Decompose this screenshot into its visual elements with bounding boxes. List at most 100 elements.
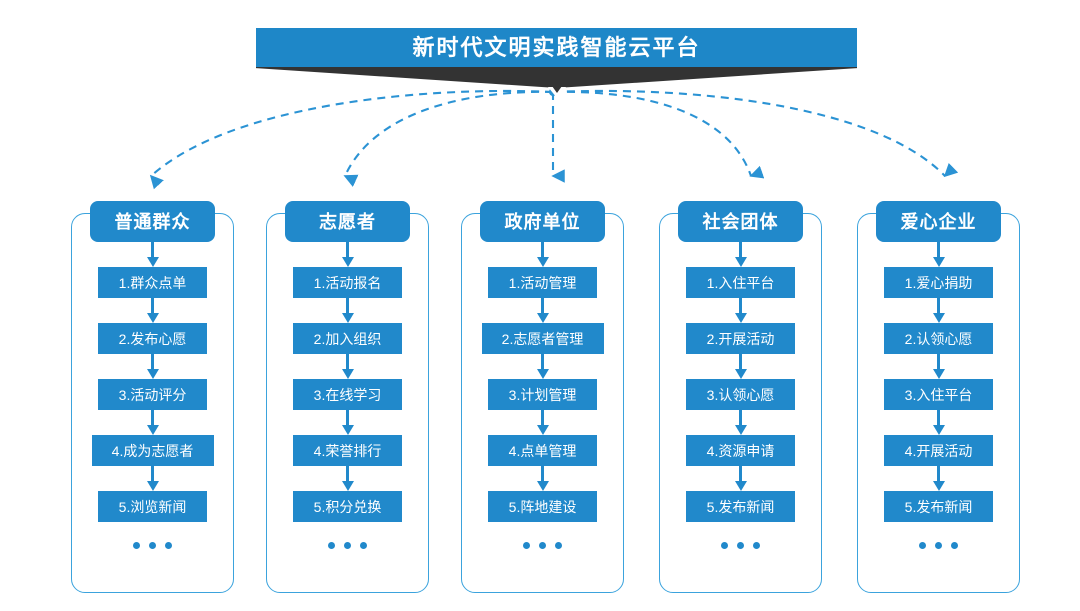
list-item-label: 5.发布新闻: [904, 498, 973, 515]
list-item-label: 3.在线学习: [313, 386, 382, 403]
list-item-label: 1.爱心捐助: [904, 274, 973, 291]
role-column-zhiyuanzhe: 志愿者 1.活动报名 2.加入组织 3.在线学习 4.荣誉排行: [266, 201, 429, 593]
list-item-label: 4.开展活动: [904, 442, 973, 459]
list-item[interactable]: 1.爱心捐助: [884, 267, 993, 298]
arrow-down-icon: [734, 410, 748, 435]
column-header-chip[interactable]: 社会团体: [678, 201, 803, 242]
column-items: 1.群众点单 2.发布心愿 3.活动评分 4.成为志愿者 5.浏览新闻: [71, 242, 234, 549]
column-header-chip[interactable]: 爱心企业: [876, 201, 1001, 242]
list-item[interactable]: 1.活动报名: [293, 267, 402, 298]
arrow-down-icon: [341, 242, 355, 267]
arrow-down-icon: [536, 354, 550, 379]
arrow-down-icon: [932, 298, 946, 323]
list-item[interactable]: 1.群众点单: [98, 267, 207, 298]
list-item-label: 4.荣誉排行: [313, 442, 382, 459]
list-item[interactable]: 4.荣誉排行: [293, 435, 402, 466]
list-item[interactable]: 4.开展活动: [884, 435, 993, 466]
list-item[interactable]: 5.浏览新闻: [98, 491, 207, 522]
list-item-label: 2.开展活动: [706, 330, 775, 347]
list-item-label: 2.加入组织: [313, 330, 382, 347]
list-item-label: 5.发布新闻: [706, 498, 775, 515]
column-header-chip[interactable]: 普通群众: [90, 201, 215, 242]
list-item[interactable]: 2.发布心愿: [98, 323, 207, 354]
role-column-zhengfudanwei: 政府单位 1.活动管理 2.志愿者管理 3.计划管理 4.点单管理: [461, 201, 624, 593]
column-items: 1.入住平台 2.开展活动 3.认领心愿 4.资源申请 5.发布新闻: [659, 242, 822, 549]
list-item-label: 2.认领心愿: [904, 330, 973, 347]
arrow-down-icon: [341, 466, 355, 491]
list-item[interactable]: 4.资源申请: [686, 435, 795, 466]
column-header-chip[interactable]: 志愿者: [285, 201, 410, 242]
list-item[interactable]: 5.发布新闻: [884, 491, 993, 522]
title-bar: 新时代文明实践智能云平台: [256, 28, 857, 67]
arrow-down-icon: [536, 466, 550, 491]
column-items: 1.活动报名 2.加入组织 3.在线学习 4.荣誉排行 5.积分兑换: [266, 242, 429, 549]
column-header-label: 普通群众: [114, 211, 191, 232]
list-item[interactable]: 3.活动评分: [98, 379, 207, 410]
list-item[interactable]: 5.阵地建设: [488, 491, 597, 522]
page-title: 新时代文明实践智能云平台: [412, 34, 701, 60]
list-item-label: 4.成为志愿者: [111, 442, 194, 459]
column-header-chip[interactable]: 政府单位: [480, 201, 605, 242]
list-item-label: 2.发布心愿: [118, 330, 187, 347]
arrow-down-icon: [932, 354, 946, 379]
arrow-down-icon: [146, 298, 160, 323]
list-item-label: 1.入住平台: [706, 274, 775, 291]
list-item[interactable]: 3.入住平台: [884, 379, 993, 410]
more-items-ellipsis-icon: [919, 542, 958, 549]
column-header-label: 爱心企业: [900, 211, 977, 232]
arrow-down-icon: [734, 466, 748, 491]
arrow-down-icon: [341, 354, 355, 379]
column-header-label: 志愿者: [319, 211, 376, 232]
list-item-label: 4.点单管理: [508, 442, 577, 459]
list-item-label: 1.活动管理: [508, 274, 577, 291]
list-item[interactable]: 4.成为志愿者: [91, 435, 214, 466]
arrow-down-icon: [341, 410, 355, 435]
list-item-label: 3.认领心愿: [706, 386, 775, 403]
list-item[interactable]: 3.在线学习: [293, 379, 402, 410]
list-item-label: 5.浏览新闻: [118, 498, 187, 515]
platform-title-banner: 新时代文明实践智能云平台: [256, 28, 857, 98]
arrow-down-icon: [734, 242, 748, 267]
column-header-label: 社会团体: [702, 211, 779, 232]
list-item-label: 3.计划管理: [508, 386, 577, 403]
arrow-down-icon: [536, 242, 550, 267]
list-item[interactable]: 3.计划管理: [488, 379, 597, 410]
more-items-ellipsis-icon: [721, 542, 760, 549]
arrow-down-icon: [146, 242, 160, 267]
column-header-label: 政府单位: [504, 211, 581, 232]
list-item[interactable]: 4.点单管理: [488, 435, 597, 466]
role-column-shehuituanti: 社会团体 1.入住平台 2.开展活动 3.认领心愿 4.资源申请: [659, 201, 822, 593]
column-items: 1.爱心捐助 2.认领心愿 3.入住平台 4.开展活动 5.发布新闻: [857, 242, 1020, 549]
list-item[interactable]: 5.积分兑换: [293, 491, 402, 522]
list-item[interactable]: 2.加入组织: [293, 323, 402, 354]
list-item-label: 4.资源申请: [706, 442, 775, 459]
arrow-down-icon: [146, 466, 160, 491]
list-item-label: 3.入住平台: [904, 386, 973, 403]
list-item-label: 1.活动报名: [313, 274, 382, 291]
list-item-label: 5.积分兑换: [313, 498, 382, 515]
arrow-down-icon: [341, 298, 355, 323]
list-item[interactable]: 2.开展活动: [686, 323, 795, 354]
chevron-down-icon: [547, 86, 566, 98]
arrow-down-icon: [734, 354, 748, 379]
arrow-down-icon: [146, 410, 160, 435]
list-item-label: 2.志愿者管理: [501, 330, 584, 347]
column-items: 1.活动管理 2.志愿者管理 3.计划管理 4.点单管理 5.阵地建设: [461, 242, 624, 549]
list-item[interactable]: 2.志愿者管理: [481, 323, 604, 354]
arrow-down-icon: [146, 354, 160, 379]
arrow-down-icon: [932, 466, 946, 491]
role-column-aixinqiye: 爱心企业 1.爱心捐助 2.认领心愿 3.入住平台 4.开展活动: [857, 201, 1020, 593]
list-item-label: 5.阵地建设: [508, 498, 577, 515]
list-item[interactable]: 1.入住平台: [686, 267, 795, 298]
list-item[interactable]: 1.活动管理: [488, 267, 597, 298]
list-item-label: 3.活动评分: [118, 386, 187, 403]
arrow-down-icon: [734, 298, 748, 323]
arrow-down-icon: [536, 410, 550, 435]
list-item-label: 1.群众点单: [118, 274, 187, 291]
list-item[interactable]: 3.认领心愿: [686, 379, 795, 410]
list-item[interactable]: 5.发布新闻: [686, 491, 795, 522]
list-item[interactable]: 2.认领心愿: [884, 323, 993, 354]
arrow-down-icon: [932, 242, 946, 267]
